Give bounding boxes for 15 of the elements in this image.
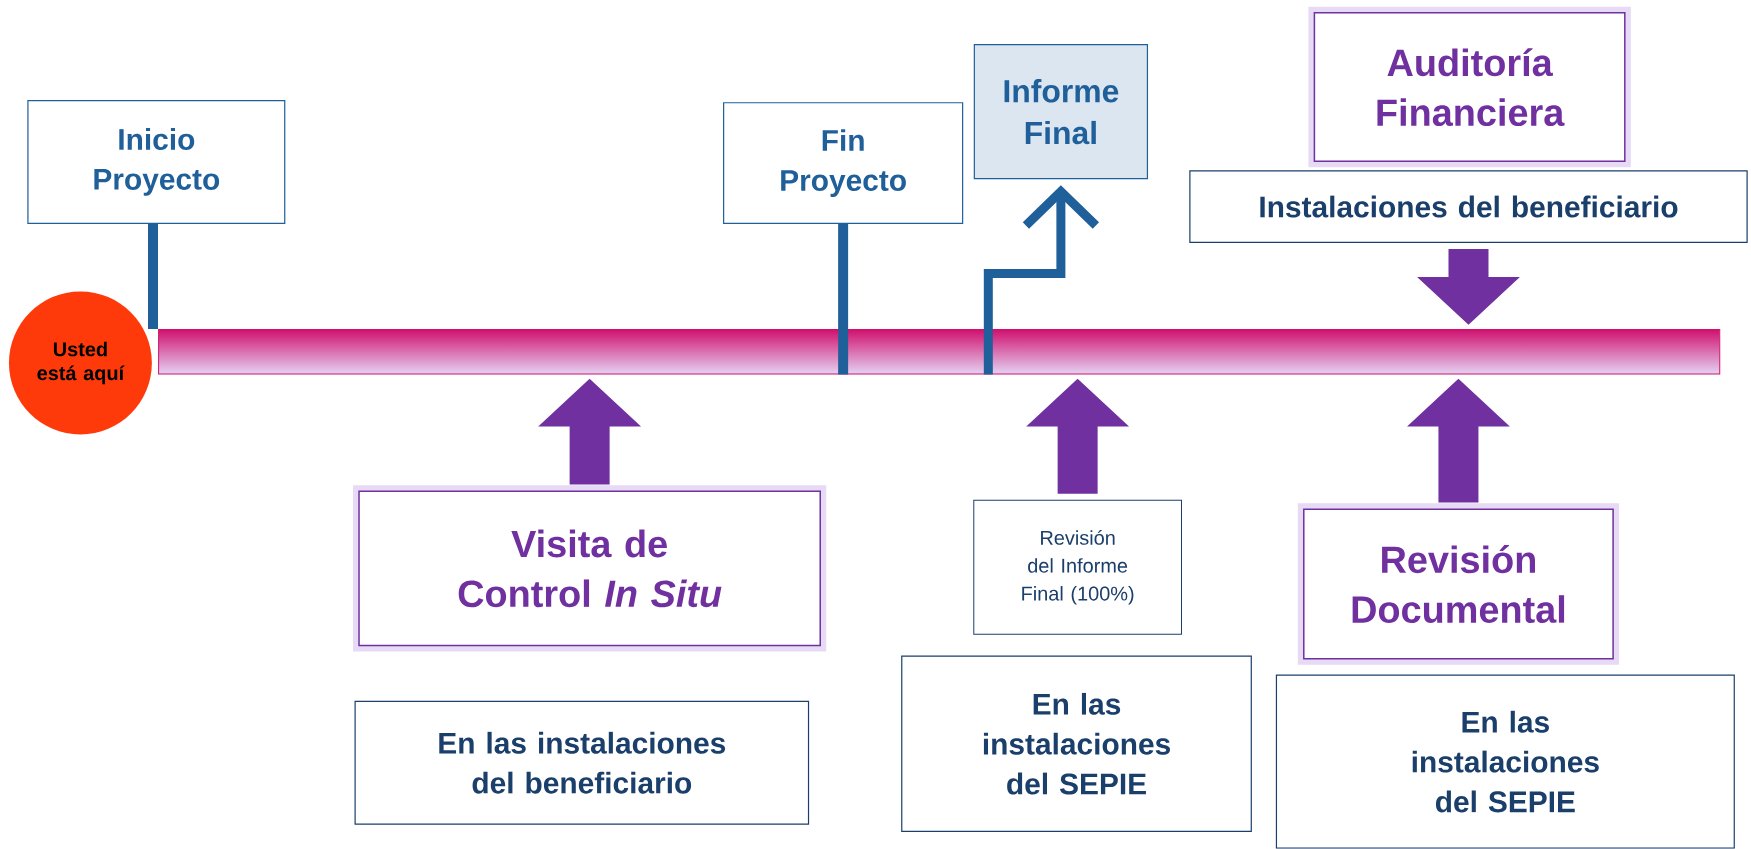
location-box: En las instalaciones del SEPIE bbox=[901, 655, 1252, 833]
note-box: Revisión del Informe Final (100%) bbox=[973, 499, 1182, 635]
timeline-bar bbox=[158, 329, 1721, 375]
connector-line bbox=[838, 224, 849, 375]
activity-box: Auditoría Financiera bbox=[1308, 7, 1631, 168]
activity-box: Revisión Documental bbox=[1297, 503, 1620, 665]
location-box: En las instalaciones del SEPIE bbox=[1275, 674, 1735, 849]
activity-box: Visita de Control In Situ bbox=[353, 485, 827, 652]
connector-line bbox=[148, 224, 158, 330]
report-box: Informe Final bbox=[973, 44, 1149, 180]
bent-arrow bbox=[983, 185, 1100, 375]
milestone-box: Inicio Proyecto bbox=[27, 100, 286, 225]
location-box: Instalaciones del beneficiario bbox=[1189, 170, 1748, 244]
location-box: En las instalaciones del beneficiario bbox=[354, 700, 810, 825]
milestone-box: Fin Proyecto bbox=[723, 102, 964, 225]
